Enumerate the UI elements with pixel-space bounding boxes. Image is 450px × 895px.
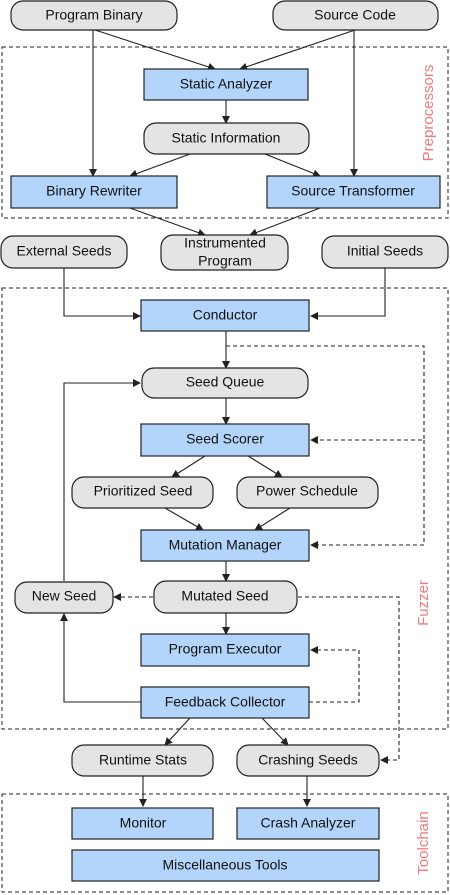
crash-analyzer-label: Crash Analyzer [261,815,356,831]
preprocessors-group [1,46,449,219]
power-schedule-node [236,476,379,509]
edge-power-to-mutation [254,507,291,531]
preprocessors-label: Preprocessors [420,65,437,162]
binary-rewriter-label: Binary Rewriter [46,183,142,199]
edge-binary-to-analyzer [94,29,216,71]
source-transformer-node [266,175,441,209]
source-code-node [272,0,439,31]
instrumented-program-label-line2: Program [198,253,252,269]
edge-scorer-to-power [247,455,283,478]
seed-scorer-node [140,423,310,457]
dashed-edges [113,345,425,764]
conductor-label: Conductor [193,307,258,323]
edge-collector-to-executor-dashed [309,646,360,703]
fuzzer-group [1,287,449,730]
edge-conductor-to-scorer-dashed [226,345,425,444]
edge-transformer-to-instrumented [249,207,321,237]
crashing-seeds-node [236,744,380,777]
edge-prioritized-to-mutation [164,507,204,531]
crash-analyzer-node [236,807,380,840]
misc-tools-label: Miscellaneous Tools [162,857,287,873]
fuzzer-label: Fuzzer [415,580,432,626]
seed-queue-node [141,367,309,399]
new-seed-node [14,581,114,614]
mutation-manager-node [140,529,310,562]
edge-conductor-to-mutation-dashed [310,440,425,549]
toolchain-group [1,793,449,893]
program-binary-node [10,0,178,31]
edges [60,29,386,807]
external-seeds-node [0,235,128,269]
program-binary-label: Program Binary [45,7,142,23]
conductor-node [140,299,310,332]
toolchain-label: Toolchain [415,811,432,874]
static-analyzer-label: Static Analyzer [180,76,273,92]
edge-external-to-conductor [63,268,141,320]
runtime-stats-label: Runtime Stats [99,752,187,768]
initial-seeds-node [321,235,449,269]
monitor-node [71,807,214,840]
edge-scorer-to-prioritized [171,455,206,478]
program-executor-node [140,633,310,667]
misc-tools-node [71,849,380,882]
seed-scorer-label: Seed Scorer [186,431,264,447]
edge-collector-to-runtime [164,717,191,746]
static-information-label: Static Information [172,130,281,146]
mutated-seed-label: Mutated Seed [181,588,268,604]
mutation-manager-label: Mutation Manager [169,537,282,553]
prioritized-seed-label: Prioritized Seed [94,483,193,499]
static-information-node [143,122,310,155]
new-seed-label: New Seed [32,588,97,604]
binary-rewriter-node [10,175,178,209]
edge-collector-to-newseed [60,613,141,703]
instrumented-program-label-line1: Instrumented [184,235,266,251]
edge-newseed-to-queue [63,379,141,581]
initial-seeds-label: Initial Seeds [347,243,423,259]
edge-initial-to-conductor [310,268,386,320]
edge-collector-to-crashing [261,717,289,746]
source-transformer-label: Source Transformer [291,183,415,199]
power-schedule-label: Power Schedule [256,483,358,499]
edge-info-to-transformer [264,153,321,178]
feedback-collector-label: Feedback Collector [165,694,286,710]
edge-source-to-analyzer [239,29,356,71]
prioritized-seed-node [71,476,214,509]
static-analyzer-node [143,68,309,101]
source-code-label: Source Code [314,7,396,23]
monitor-label: Monitor [120,815,167,831]
crashing-seeds-label: Crashing Seeds [258,752,358,768]
instrumented-program-node [160,234,289,271]
external-seeds-label: External Seeds [17,243,112,259]
runtime-stats-node [71,744,214,777]
edge-rewriter-to-instrumented [129,207,206,237]
program-executor-label: Program Executor [169,641,282,657]
edge-mutated-to-crashing-dashed [298,596,400,764]
edge-info-to-rewriter [129,153,191,178]
mutated-seed-node [153,580,298,614]
feedback-collector-node [140,686,310,719]
seed-queue-label: Seed Queue [186,374,265,390]
